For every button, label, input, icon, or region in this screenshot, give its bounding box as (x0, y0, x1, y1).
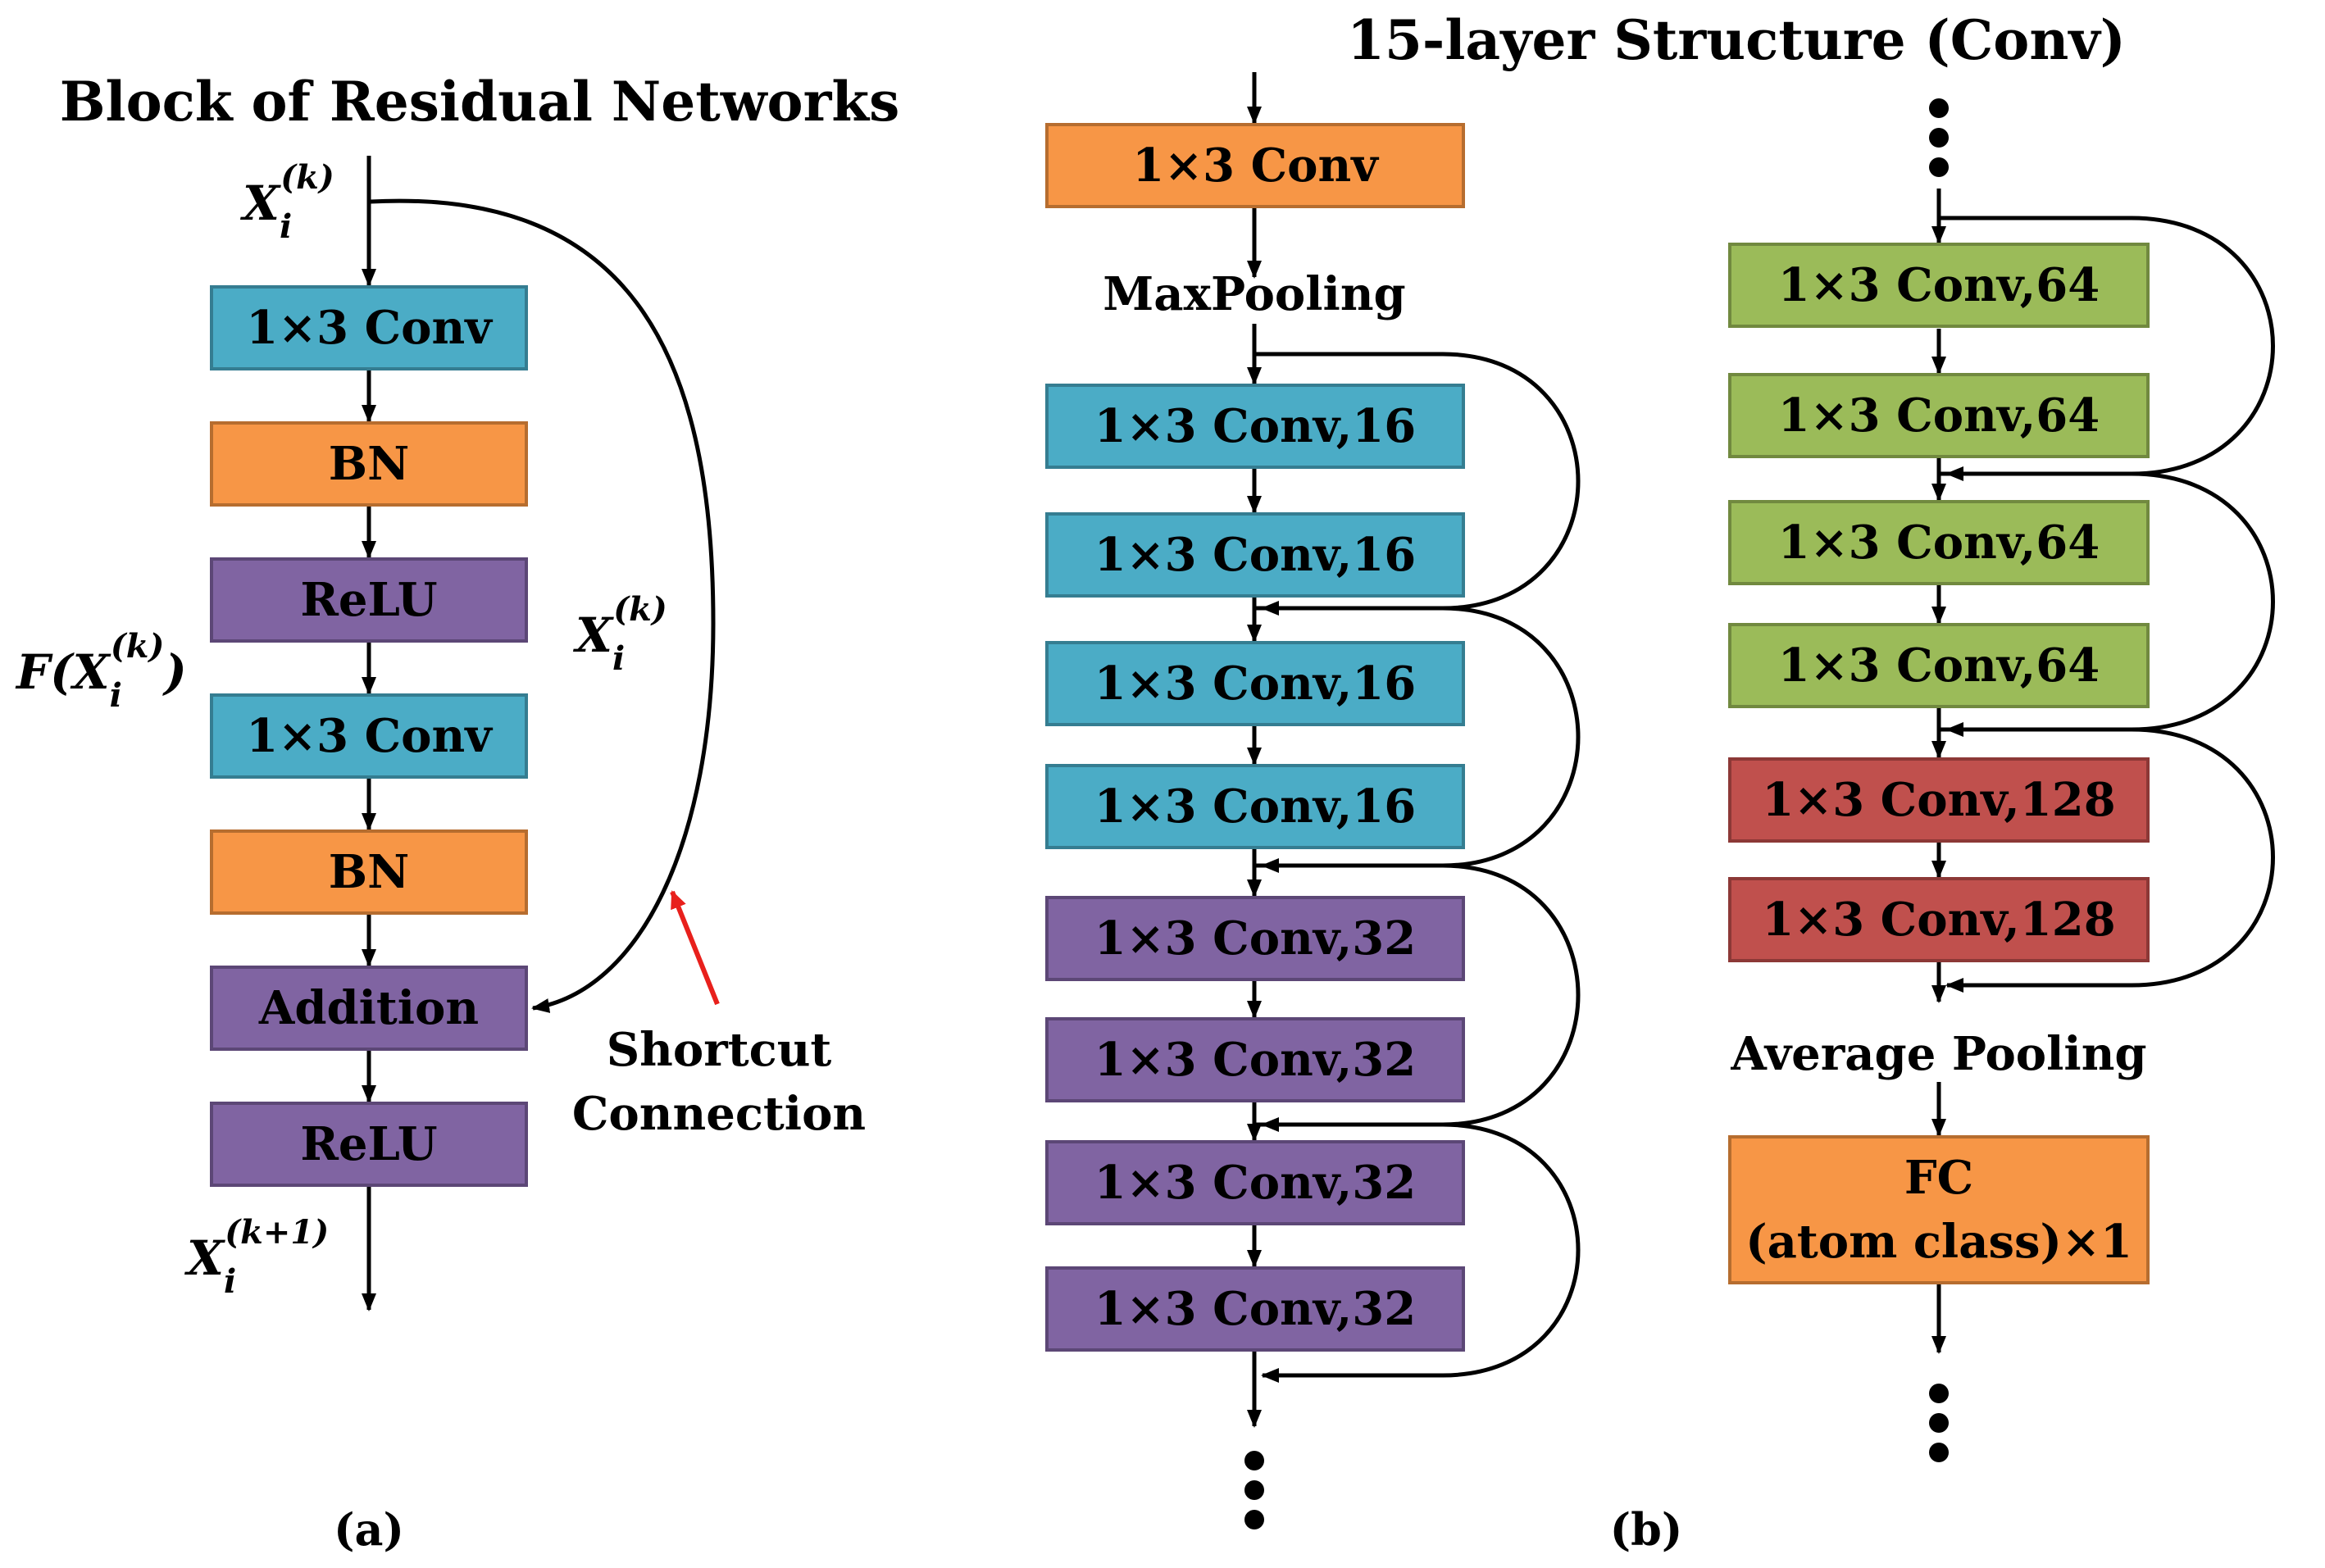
panel-b-left-block-5-label: 1×3 Conv,32 (1094, 911, 1416, 966)
average-pooling-label: Average Pooling (1730, 1027, 2146, 1081)
panel-b-fc-block: FC (atom class)×1 (1728, 1135, 2150, 1284)
panel-b-right-block-4-box (1728, 623, 2150, 708)
panel-a-block-1-label: 1×3 Conv (246, 301, 493, 355)
panel-a-block-1: 1×3 Conv (210, 285, 528, 370)
panel-b-right-block-4: 1×3 Conv,64 (1728, 623, 2150, 708)
panel-a: Block of Residual Networks 1×3 ConvBNReL… (15, 70, 899, 1556)
panel-b-right-block-5: 1×3 Conv,128 (1728, 757, 2150, 843)
continuation-dots-bottom-right (1929, 1384, 1949, 1462)
panel-a-block-6-box (210, 966, 528, 1051)
panel-b-fc-block-box (1728, 1135, 2150, 1284)
panel-b-right-block-6-box (1728, 877, 2150, 962)
panel-a-block-7-label: ReLU (300, 1117, 437, 1171)
panel-b-left-block-3-label: 1×3 Conv,16 (1094, 657, 1416, 711)
panel-a-block-5-box (210, 829, 528, 915)
shortcut-label-line1: Shortcut (607, 1023, 832, 1077)
shortcut-variable-label: Xi(k) (572, 590, 667, 678)
panel-b-right-block-3: 1×3 Conv,64 (1728, 500, 2150, 585)
panel-a-block-2: BN (210, 421, 528, 507)
panel-b-right-block-1-box (1728, 243, 2150, 328)
panel-b-right-block-1: 1×3 Conv,64 (1728, 243, 2150, 328)
continuation-dots-top-right (1929, 98, 1949, 177)
shortcut-pointer-arrow (670, 890, 720, 1006)
panel-b-left-block-5: 1×3 Conv,32 (1045, 896, 1465, 981)
panel-b-top-conv-box (1045, 123, 1465, 208)
panel-a-block-3-label: ReLU (300, 573, 437, 627)
panel-a-block-7: ReLU (210, 1102, 528, 1187)
panel-b-right-block-3-box (1728, 500, 2150, 585)
panel-b-right-block-6-label: 1×3 Conv,128 (1762, 893, 2115, 947)
input-label: Xi(k) (239, 158, 334, 246)
panel-b-right-block-2-box (1728, 373, 2150, 458)
panel-a-block-2-label: BN (329, 437, 410, 491)
panel-a-block-4: 1×3 Conv (210, 693, 528, 779)
panel-b-right-block-5-box (1728, 757, 2150, 843)
panel-b-right-block-6: 1×3 Conv,128 (1728, 877, 2150, 962)
panel-b-left-block-7-box (1045, 1140, 1465, 1225)
panel-b-right-block-3-label: 1×3 Conv,64 (1778, 516, 2100, 570)
panel-a-block-5-label: BN (329, 845, 410, 899)
output-label: Xi(k+1) (184, 1213, 329, 1301)
panel-b-left-block-8-label: 1×3 Conv,32 (1094, 1282, 1416, 1336)
panel-b-left-block-6-label: 1×3 Conv,32 (1094, 1033, 1416, 1087)
panel-a-block-4-box (210, 693, 528, 779)
panel-b-left-block-3: 1×3 Conv,16 (1045, 641, 1465, 726)
panel-b-right-block-2: 1×3 Conv,64 (1728, 373, 2150, 458)
maxpooling-label: MaxPooling (1103, 267, 1405, 321)
panel-b-fc-block-label-1: FC (1904, 1151, 1973, 1205)
panel-a-title: Block of Residual Networks (60, 70, 899, 134)
panel-b-left-block-7: 1×3 Conv,32 (1045, 1140, 1465, 1225)
panel-a-block-1-box (210, 285, 528, 370)
panel-b-left-block-2: 1×3 Conv,16 (1045, 512, 1465, 598)
panel-a-block-2-box (210, 421, 528, 507)
panel-a-block-6: Addition (210, 966, 528, 1051)
panel-a-block-5: BN (210, 829, 528, 915)
panel-a-caption: (a) (334, 1503, 404, 1556)
panel-b-left-block-4-label: 1×3 Conv,16 (1094, 779, 1416, 834)
panel-b-fc-block-label-2: (atom class)×1 (1745, 1215, 2132, 1269)
panel-a-block-3: ReLU (210, 557, 528, 643)
panel-b-right-block-2-label: 1×3 Conv,64 (1778, 389, 2100, 443)
panel-a-block-6-label: Addition (258, 981, 479, 1035)
panel-b-left-block-7-label: 1×3 Conv,32 (1094, 1156, 1416, 1210)
panel-b-left-block-2-label: 1×3 Conv,16 (1094, 528, 1416, 582)
panel-b-left-block-4: 1×3 Conv,16 (1045, 764, 1465, 849)
panel-b-left-block-8-box (1045, 1266, 1465, 1352)
panel-b-left-block-6-box (1045, 1017, 1465, 1102)
shortcut-label-line2: Connection (572, 1087, 866, 1141)
panel-b-right-block-5-label: 1×3 Conv,128 (1762, 773, 2115, 827)
panel-b-left-block-4-box (1045, 764, 1465, 849)
panel-b-right-block-1-label: 1×3 Conv,64 (1778, 258, 2100, 312)
panel-b-left-block-3-box (1045, 641, 1465, 726)
panel-a-block-7-box (210, 1102, 528, 1187)
panel-b-left-block-2-box (1045, 512, 1465, 598)
panel-b-title: 15-layer Structure (Conv) (1347, 8, 2126, 72)
panel-a-block-3-box (210, 557, 528, 643)
panel-b-left-block-5-box (1045, 896, 1465, 981)
panel-b-caption: (b) (1610, 1503, 1683, 1556)
panel-b-left-block-8: 1×3 Conv,32 (1045, 1266, 1465, 1352)
panel-b-left-block-6: 1×3 Conv,32 (1045, 1017, 1465, 1102)
continuation-dots-bottom-left (1244, 1451, 1264, 1529)
panel-b-left-shortcuts (1256, 352, 1581, 1383)
panel-b: 15-layer Structure (Conv) (1045, 8, 2275, 1556)
panel-b-top-conv-label: 1×3 Conv (1132, 139, 1379, 193)
panel-b-left-block-1-label: 1×3 Conv,16 (1094, 399, 1416, 453)
panel-b-left-block-1-box (1045, 384, 1465, 469)
panel-b-left-block-1: 1×3 Conv,16 (1045, 384, 1465, 469)
panel-b-right-shortcuts (1941, 216, 2275, 993)
residual-function-label: F(Xi(k)) (15, 627, 187, 715)
panel-b-blocks: 1×3 Conv 1×3 Conv,16 1×3 Conv,16 1×3 Conv,1… (1045, 123, 2150, 1352)
panel-b-top-conv: 1×3 Conv (1045, 123, 1465, 208)
panel-b-right-block-4-label: 1×3 Conv,64 (1778, 639, 2100, 693)
shortcut-connection-arc (370, 198, 716, 1013)
panel-a-block-4-label: 1×3 Conv (246, 709, 493, 763)
